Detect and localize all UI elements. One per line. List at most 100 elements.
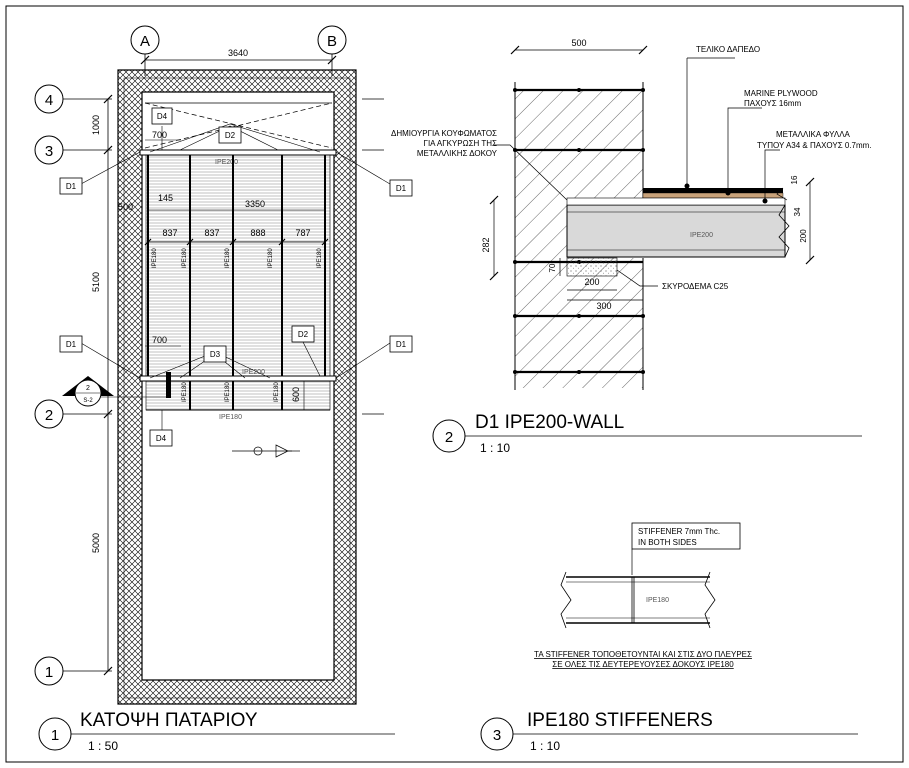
drawing-label: 700 <box>152 130 167 140</box>
note-floor-finish: ΤΕΛΙΚΟ ΔΑΠΕΔΟ <box>696 45 760 54</box>
joist-label-4: IPE180 <box>268 248 274 268</box>
beam-ipe200-bottom: IPE200 <box>139 369 337 382</box>
dim-700-top-group: 700 <box>145 130 181 141</box>
joist-label-5: IPE180 <box>317 248 323 268</box>
level-marker <box>232 444 300 458</box>
drawing-label: 2 <box>445 429 453 446</box>
note-recess-2: ΓΙΑ ΑΓΚΥΡΩΣΗ ΤΗΣ <box>424 139 498 148</box>
drawing-label: IPE180 <box>646 597 669 604</box>
dim-500-section: 500 <box>571 38 586 48</box>
detail-2-scale: 1 : 10 <box>480 441 510 455</box>
beam-ipe200-top: IPE200 <box>139 149 337 166</box>
tag-d4-top: D4 <box>151 107 173 125</box>
dim-145: 145 <box>158 193 173 203</box>
dim-5000: 5000 <box>91 533 101 553</box>
drawing-label: 700 <box>152 335 167 345</box>
joist-label-1: IPE180 <box>152 248 158 268</box>
stiffener-detail: STIFFENER 7mm Thc. IN BOTH SIDES IPE180 … <box>480 522 858 753</box>
mezzanine-slab <box>145 151 331 378</box>
drawing-label: 600 <box>291 387 301 402</box>
anchor-plate <box>166 372 171 398</box>
drawing-label: 3 <box>493 727 501 744</box>
grid-bubble-2: 2 <box>34 399 64 429</box>
drawing-label: IPE200 <box>242 369 265 376</box>
dim-200-pad: 200 <box>584 277 599 287</box>
dim-282: 282 <box>481 237 491 252</box>
metal-sheet-layer <box>566 197 786 206</box>
joist-label-6: IPE180 <box>182 382 188 402</box>
dim-1000: 1000 <box>91 115 101 135</box>
section-beam-label: IPE200 <box>690 232 713 239</box>
dim-300: 300 <box>596 301 611 311</box>
span-3: 888 <box>250 228 265 238</box>
tag-d2-top: D2 <box>218 126 242 144</box>
joist-label-7: IPE180 <box>225 382 231 402</box>
grid-bubble-1: 1 <box>34 656 64 686</box>
grid-bubble-4: 4 <box>34 84 64 114</box>
span-2: 837 <box>204 228 219 238</box>
detail-2-title-block: 2 D1 IPE200-WALL 1 : 10 <box>432 412 862 455</box>
joist-label-2: IPE180 <box>182 248 188 268</box>
drawing-label: D4 <box>157 112 168 121</box>
section-dimensions <box>489 45 815 301</box>
tag-d1-top-left: D1 <box>59 177 83 195</box>
plywood-layer <box>642 192 784 199</box>
drawing-label: D4 <box>156 434 167 443</box>
section-mark: 2 S-2 <box>62 376 114 407</box>
grid-bubble-b: B <box>317 25 347 55</box>
drawing-label: D1 <box>66 340 77 349</box>
dim-34: 34 <box>793 207 802 216</box>
note-sheets-1: ΜΕΤΑΛΛΙΚΑ ΦΥΛΛΑ <box>776 130 851 139</box>
dim-700-mid-group: 700 <box>145 335 181 347</box>
tag-d1-bottom-left: D1 <box>59 335 83 353</box>
dim-200-beam: 200 <box>799 229 808 243</box>
dim-500: 500 <box>118 202 133 212</box>
top-void <box>144 102 333 149</box>
detail-3-scale: 1 : 10 <box>530 739 560 753</box>
drawing-label: 4 <box>45 92 53 109</box>
drawing-label: IPE180 <box>219 414 242 421</box>
mezzanine-plan: A B 4 3 2 1 3640 <box>34 25 413 753</box>
beam-ipe180-bottom: IPE180 <box>146 409 330 421</box>
grid-bubble-a: A <box>130 25 160 55</box>
drawing-label: 3640 <box>228 48 248 58</box>
stiffener-note-1: ΤΑ STIFFENER ΤΟΠΟΘΕΤΟΥΝΤΑΙ ΚΑΙ ΣΤΙΣ ΔΥΟ … <box>534 650 752 659</box>
note-recess-3: ΜΕΤΑΛΛΙΚΗΣ ΔΟΚΟΥ <box>417 149 498 158</box>
detail-1-title: ΚΑΤΟΨΗ ΠΑΤΑΡΙΟΥ <box>80 710 258 731</box>
span-1: 837 <box>162 228 177 238</box>
drawing-label: 2 <box>86 385 90 392</box>
drawing-label: D2 <box>225 131 236 140</box>
drawing-label: A <box>140 33 150 50</box>
drawing-label: 1 <box>51 727 59 744</box>
note-plywood-1: MARINE PLYWOOD <box>744 89 818 98</box>
dimension-left-chain <box>103 94 113 676</box>
floor-finish <box>643 188 783 193</box>
joists <box>147 155 326 410</box>
dim-70: 70 <box>548 263 557 272</box>
concrete-pad <box>566 257 618 277</box>
drawing-label: 2 <box>45 407 53 424</box>
dim-3350: 3350 <box>245 199 265 209</box>
ipe200-beam <box>566 204 786 258</box>
grid-bubble-3: 3 <box>34 135 64 165</box>
drawing-label: D2 <box>298 330 309 339</box>
tag-d4-bottom: D4 <box>149 429 173 447</box>
detail-3-title: IPE180 STIFFENERS <box>527 710 713 731</box>
tag-d2-right: D2 <box>291 325 315 343</box>
stiffener-callout-1: STIFFENER 7mm Thc. <box>638 527 720 536</box>
drawing-label: B <box>327 33 337 50</box>
joist-label-3: IPE180 <box>225 248 231 268</box>
drawing-label: D1 <box>66 182 77 191</box>
detail-3-title-block: 3 IPE180 STIFFENERS 1 : 10 <box>480 710 858 753</box>
drawing-label: S-2 <box>83 398 93 404</box>
span-dimensions: 837 837 888 787 3350 145 500 <box>118 193 329 246</box>
drawing-label: D1 <box>396 184 407 193</box>
dimension-3640: 3640 <box>140 48 337 65</box>
note-recess-1: ΔΗΜΙΟΥΡΓΙΑ ΚΟΥΦΩΜΑΤΟΣ <box>391 129 497 138</box>
stiffener-note-2: ΣΕ ΟΛΕΣ ΤΙΣ ΔΕΥΤΕΡΕΥΟΥΣΕΣ ΔΟΚΟΥΣ IPE180 <box>552 660 734 669</box>
joist-label-8: IPE180 <box>274 382 280 402</box>
tag-d3: D3 <box>203 345 227 363</box>
detail-1-scale: 1 : 50 <box>88 739 118 753</box>
wall-section-detail: IPE200 <box>391 38 872 455</box>
